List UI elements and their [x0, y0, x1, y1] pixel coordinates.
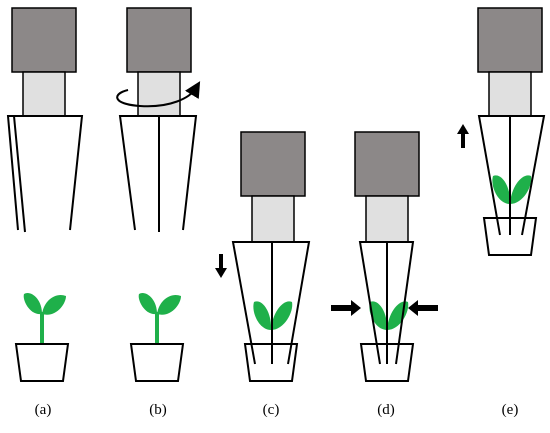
panel-label: (c) — [263, 402, 280, 418]
plant-leaf-right — [271, 301, 293, 330]
plant-leaf-left — [23, 292, 42, 315]
panel-d: (d) — [331, 131, 438, 418]
plant-leaf-left — [253, 301, 272, 330]
actuator-shaft — [137, 71, 181, 117]
plant-leaf-right — [157, 294, 181, 315]
plant-leaf-right — [510, 175, 532, 204]
panel-label: (a) — [35, 402, 52, 418]
closed-gripper — [358, 241, 415, 365]
panel-label: (b) — [149, 402, 167, 418]
plant-seedling — [253, 301, 293, 330]
closed-gripper — [477, 115, 546, 236]
closed-gripper — [118, 115, 198, 232]
arrow-right-icon — [331, 300, 361, 316]
actuator-shaft — [365, 195, 409, 243]
arrow-up-icon — [457, 124, 469, 148]
panel-c: (c) — [215, 131, 311, 418]
gripper-seam — [13, 115, 26, 233]
plant-pot — [129, 343, 185, 382]
actuator-shaft — [251, 195, 295, 243]
curved-rotate-arrow-icon — [116, 81, 201, 108]
plant-leaf-right — [42, 294, 66, 315]
open-gripper — [6, 115, 84, 233]
panel-label: (d) — [377, 402, 395, 418]
panel-label: (e) — [502, 402, 519, 418]
plant-leaf-left — [492, 175, 511, 204]
plant-leaf-left — [369, 301, 388, 330]
panel-a: (a) — [6, 7, 84, 418]
gripper-outline — [477, 115, 546, 236]
rotate-arrow-tail — [116, 89, 129, 102]
arrow-down-icon — [215, 254, 227, 278]
actuator-body — [240, 131, 306, 197]
actuator-body — [11, 7, 77, 73]
panel-e — [457, 7, 546, 256]
plant-seedling — [492, 175, 532, 204]
actuator-shaft — [488, 71, 532, 117]
actuator-body — [126, 7, 192, 73]
arrow-left-icon — [408, 300, 438, 316]
gripper-outline — [6, 115, 84, 231]
plant-seedling — [138, 292, 181, 345]
plant-pot — [14, 343, 70, 382]
plant-seedling — [23, 292, 66, 345]
plant-leaf-left — [138, 292, 157, 315]
actuator-body — [354, 131, 420, 197]
actuator-shaft — [22, 71, 66, 117]
actuator-body — [477, 7, 543, 73]
closed-gripper — [231, 241, 311, 365]
panel-b: (b) — [116, 7, 201, 418]
